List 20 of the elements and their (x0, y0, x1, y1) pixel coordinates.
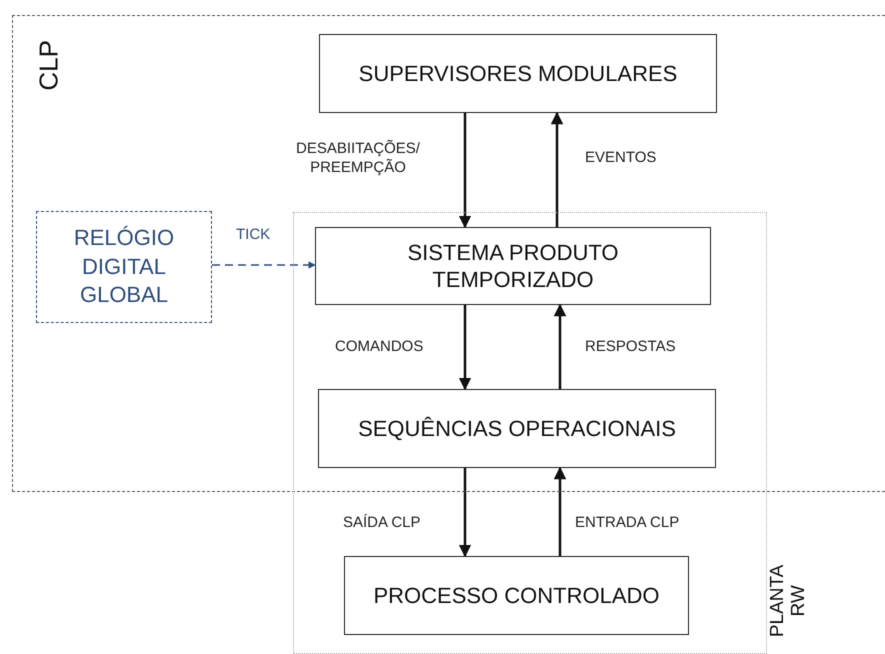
arrow (458, 305, 472, 390)
arrow (458, 468, 472, 558)
box-label: SUPERVISORES MODULARES (358, 60, 678, 88)
region-label: PLANTA RW (768, 564, 810, 640)
arrow (550, 112, 564, 227)
arrow (554, 304, 566, 389)
region-label: CLP (34, 38, 64, 92)
region-frame (12, 15, 885, 492)
process-box (319, 34, 717, 113)
arrow (554, 466, 566, 556)
box-label: SISTEMA PRODUTO TEMPORIZADO (406, 238, 620, 294)
box-label: RELÓGIO DIGITAL GLOBAL (72, 224, 176, 310)
process-box (344, 556, 689, 635)
box-label: PROCESSO CONTROLADO (372, 582, 661, 610)
arrow (458, 113, 472, 228)
dashed-arrow (212, 261, 316, 269)
box-label: SEQUÊNCIAS OPERACIONAIS (357, 414, 677, 442)
process-box (318, 389, 716, 468)
process-box (315, 227, 711, 305)
clock-box (36, 211, 212, 323)
